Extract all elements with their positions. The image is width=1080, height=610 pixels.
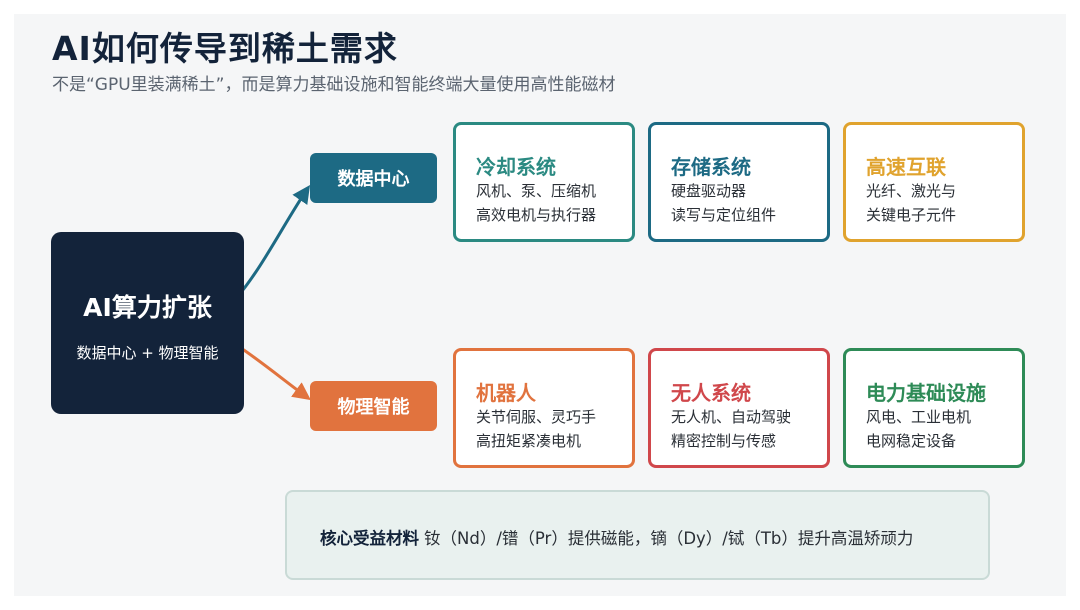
benefit-text: 钕（Nd）/镨（Pr）提供磁能，镝（Dy）/铽（Tb）提升高温矫顽力 — [424, 529, 914, 548]
core-node-title: AI算力扩张 — [83, 293, 212, 322]
card-line: 读写与定位组件 — [671, 206, 777, 224]
card-line: 光纤、激光与 — [866, 182, 957, 200]
card-line: 高效电机与执行器 — [476, 206, 597, 224]
card-title: 无人系统 — [671, 381, 751, 405]
card-title: 电力基础设施 — [866, 381, 986, 405]
card-title: 机器人 — [476, 381, 536, 405]
page-title: AI如何传导到稀土需求 — [52, 29, 398, 68]
card-line: 硬盘驱动器 — [671, 182, 747, 200]
core-node-subtitle: 数据中心 + 物理智能 — [76, 344, 219, 362]
card-line: 高扭矩紧凑电机 — [476, 432, 582, 450]
card-unmanned-systems: 无人系统 无人机、自动驾驶 精密控制与传感 — [648, 348, 830, 468]
card-storage: 存储系统 硬盘驱动器 读写与定位组件 — [648, 122, 830, 242]
card-line: 电网稳定设备 — [866, 432, 957, 450]
card-line: 无人机、自动驾驶 — [671, 408, 792, 426]
arrow-to-physical-ai — [237, 344, 311, 401]
card-interconnect: 高速互联 光纤、激光与 关键电子元件 — [843, 122, 1025, 242]
arrow-to-data-center — [236, 185, 311, 297]
card-cooling: 冷却系统 风机、泵、压缩机 高效电机与执行器 — [453, 122, 635, 242]
card-line: 风电、工业电机 — [866, 408, 972, 426]
card-robotics: 机器人 关节伺服、灵巧手 高扭矩紧凑电机 — [453, 348, 635, 468]
card-title: 冷却系统 — [476, 155, 556, 179]
card-title: 存储系统 — [671, 155, 751, 179]
card-power-infrastructure: 电力基础设施 风电、工业电机 电网稳定设备 — [843, 348, 1025, 468]
benefit-label: 核心受益材料 — [320, 529, 419, 548]
card-line: 精密控制与传感 — [671, 432, 777, 450]
page-subtitle: 不是“GPU里装满稀土”，而是算力基础设施和智能终端大量使用高性能磁材 — [52, 75, 616, 95]
card-line: 关节伺服、灵巧手 — [476, 408, 597, 426]
hub-physical-ai: 物理智能 — [310, 381, 437, 431]
benefit-row: 核心受益材料钕（Nd）/镨（Pr）提供磁能，镝（Dy）/铽（Tb）提升高温矫顽力 — [320, 525, 913, 549]
benefit-box: 核心受益材料钕（Nd）/镨（Pr）提供磁能，镝（Dy）/铽（Tb）提升高温矫顽力 — [285, 490, 990, 580]
hub-data-center: 数据中心 — [310, 153, 437, 203]
card-line: 风机、泵、压缩机 — [476, 182, 597, 200]
card-line: 关键电子元件 — [866, 206, 957, 224]
card-title: 高速互联 — [866, 155, 946, 179]
core-node-ai-expansion: AI算力扩张 数据中心 + 物理智能 — [51, 232, 244, 414]
